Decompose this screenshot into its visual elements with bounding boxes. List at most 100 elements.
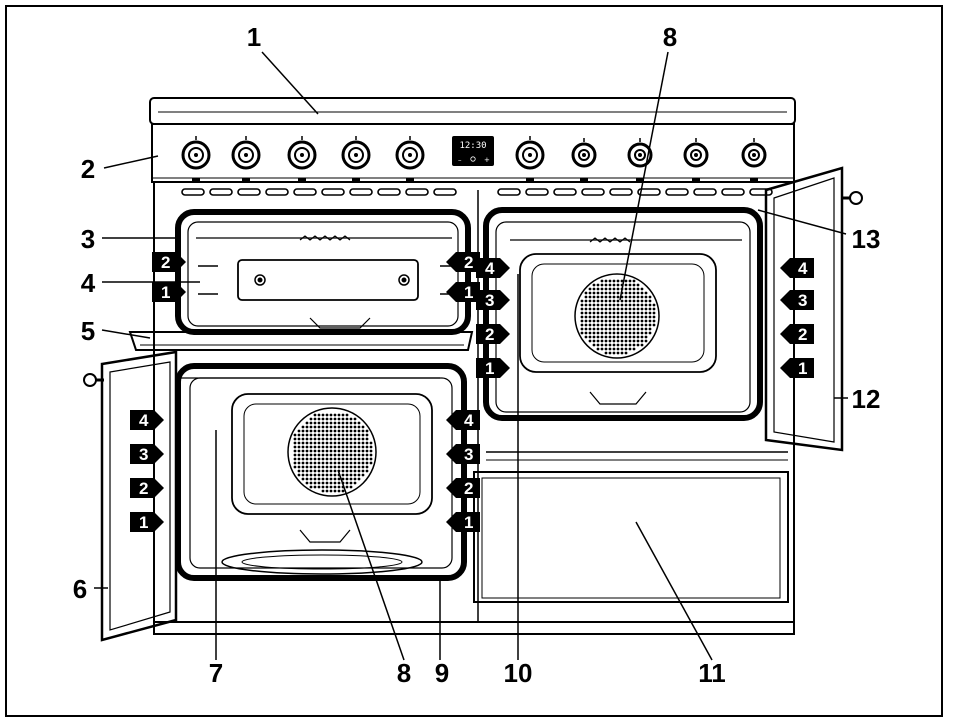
vent-slot	[181, 188, 205, 196]
callout-7: 7	[209, 658, 223, 688]
knob-indicator	[192, 178, 200, 183]
shelf-level-number: 1	[798, 359, 807, 378]
vent-slots	[181, 188, 773, 196]
vent-slot	[405, 188, 429, 196]
shelf-level-tag: 1	[780, 358, 814, 378]
shelf-level-number: 2	[464, 253, 473, 272]
control-knob[interactable]	[287, 136, 317, 183]
knob-indicator	[692, 178, 700, 183]
shelf-level-tag: 3	[476, 290, 510, 310]
callout-2: 2	[81, 154, 95, 184]
callout-5: 5	[81, 316, 95, 346]
shelf-level-number: 1	[485, 359, 494, 378]
knob-indicator	[406, 178, 414, 183]
knob-indicator	[750, 178, 758, 183]
top-oven-door	[128, 331, 474, 351]
shelf-level-number: 3	[139, 445, 148, 464]
callout-8-bottom: 8	[397, 658, 411, 688]
clock-display: 12:30	[459, 141, 486, 151]
control-knob[interactable]	[341, 136, 371, 183]
fan-cover-right	[519, 253, 717, 373]
shelf-level-tag: 2	[446, 252, 480, 272]
vent-slot	[433, 188, 457, 196]
shelf-level-number: 2	[798, 325, 807, 344]
callout-9: 9	[435, 658, 449, 688]
control-knob[interactable]	[741, 138, 767, 183]
vent-slot	[237, 188, 261, 196]
control-knob[interactable]	[515, 136, 545, 183]
shelf-level-number: 4	[464, 411, 474, 430]
svg-text:+: +	[484, 156, 490, 164]
vent-slot	[265, 188, 289, 196]
shelf-level-tag: 4	[446, 410, 480, 430]
shelf-level-number: 3	[485, 291, 494, 310]
lower-left-oven	[175, 363, 467, 581]
shelf-level-tag: 4	[476, 258, 510, 278]
knob-indicator	[242, 178, 250, 183]
shelf-level-tag: 3	[780, 290, 814, 310]
shelf-level-tag: 1	[152, 282, 186, 302]
callout-12: 12	[852, 384, 881, 414]
callout-10: 10	[504, 658, 533, 688]
top-rail	[149, 97, 796, 125]
vent-slot	[553, 188, 577, 196]
shelf-level-number: 4	[485, 259, 495, 278]
shelf-level-tag: 2	[130, 478, 164, 498]
callout-3: 3	[81, 224, 95, 254]
vent-slot	[349, 188, 373, 196]
shelf-level-tag: 2	[780, 324, 814, 344]
control-knob[interactable]	[683, 138, 709, 183]
control-knob[interactable]	[231, 136, 261, 183]
fan-mesh	[293, 413, 373, 493]
right-oven-door	[764, 166, 863, 452]
leader-lines	[94, 51, 848, 661]
top-left-oven	[175, 209, 471, 335]
shelf-level-number: 3	[798, 291, 807, 310]
control-knobs	[181, 136, 767, 183]
callout-1: 1	[247, 22, 261, 52]
fan-cover-left	[231, 393, 433, 515]
shelf-level-tag: 2	[446, 478, 480, 498]
vent-slot	[721, 188, 745, 196]
control-knob[interactable]	[181, 136, 211, 183]
control-knob[interactable]	[627, 138, 653, 183]
shelf-level-tag: 4	[130, 410, 164, 430]
shelf-level-tag: 3	[446, 444, 480, 464]
shelf-level-tag: 3	[130, 444, 164, 464]
callout-6: 6	[73, 574, 87, 604]
vent-slot	[321, 188, 345, 196]
shelf-level-tag: 1	[130, 512, 164, 532]
callout-4: 4	[81, 268, 96, 298]
svg-text:–: –	[458, 156, 462, 164]
control-knob[interactable]	[571, 138, 597, 183]
knob-indicator	[298, 178, 306, 183]
knob-indicator	[580, 178, 588, 183]
vent-slot	[665, 188, 689, 196]
vent-slot	[497, 188, 521, 196]
control-knob[interactable]	[395, 136, 425, 183]
clock: 12:30 – +	[452, 136, 494, 166]
shelf-level-tag: 1	[446, 512, 480, 532]
shelf-level-tag: 2	[476, 324, 510, 344]
fan-left	[287, 407, 377, 497]
plinth	[153, 621, 795, 635]
shelf-level-tag: 1	[476, 358, 510, 378]
shelf-level-number: 3	[464, 445, 473, 464]
vent-slot	[609, 188, 633, 196]
shelf-level-number: 1	[161, 283, 170, 302]
cooker-body	[149, 97, 796, 635]
vent-slot	[293, 188, 317, 196]
knob-indicator	[352, 178, 360, 183]
callout-labels: 1 2 3 4 5 6 7 8 8 9 10 11 12 13	[73, 22, 881, 688]
vent-slot	[209, 188, 233, 196]
shelf-level-tag: 4	[780, 258, 814, 278]
figure-frame	[5, 5, 943, 717]
shelf-level-tag: 1	[446, 282, 480, 302]
callout-13: 13	[852, 224, 881, 254]
shelf-level-tag: 2	[152, 252, 186, 272]
callout-11: 11	[698, 658, 726, 688]
knob-indicator	[636, 178, 644, 183]
fan-mesh	[580, 279, 656, 355]
